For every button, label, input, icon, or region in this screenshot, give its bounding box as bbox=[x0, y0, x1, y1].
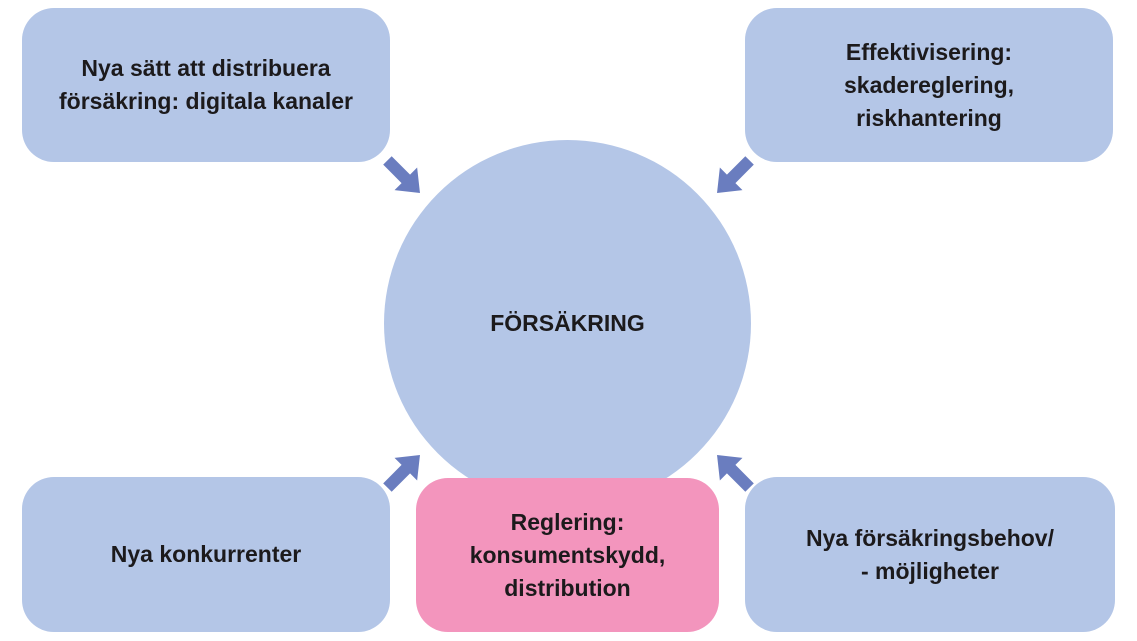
arrow-top-right-icon bbox=[705, 149, 761, 205]
center-circle: FÖRSÄKRING bbox=[384, 140, 751, 507]
center-label: FÖRSÄKRING bbox=[490, 310, 645, 336]
box-digital-channels: Nya sätt att distribuera försäkring: dig… bbox=[22, 8, 390, 162]
arrow-bottom-left-icon bbox=[376, 443, 432, 499]
box-regulation: Reglering: konsumentskydd, distribution bbox=[416, 478, 719, 632]
arrow-bottom-right-icon bbox=[705, 443, 761, 499]
arrow-top-left-icon bbox=[376, 149, 432, 205]
box-new-needs: Nya försäkringsbehov/ - möjligheter bbox=[745, 477, 1115, 632]
box-new-competitors: Nya konkurrenter bbox=[22, 477, 390, 632]
box-efficiency: Effektivisering: skadereglering, riskhan… bbox=[745, 8, 1113, 162]
